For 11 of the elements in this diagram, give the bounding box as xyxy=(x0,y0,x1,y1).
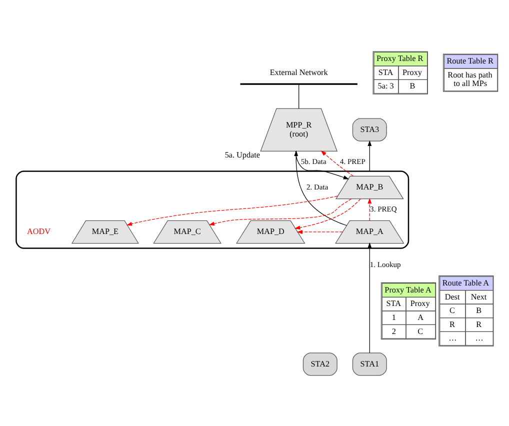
arrow xyxy=(294,198,361,230)
arrow xyxy=(208,198,352,226)
arrow xyxy=(294,150,347,226)
arrow xyxy=(126,195,338,226)
arrow xyxy=(296,230,343,234)
arrow xyxy=(295,150,350,179)
arrow xyxy=(368,242,372,353)
connector xyxy=(298,84,300,108)
arrow xyxy=(368,198,372,220)
arrow xyxy=(320,150,354,176)
arrow xyxy=(368,140,372,172)
